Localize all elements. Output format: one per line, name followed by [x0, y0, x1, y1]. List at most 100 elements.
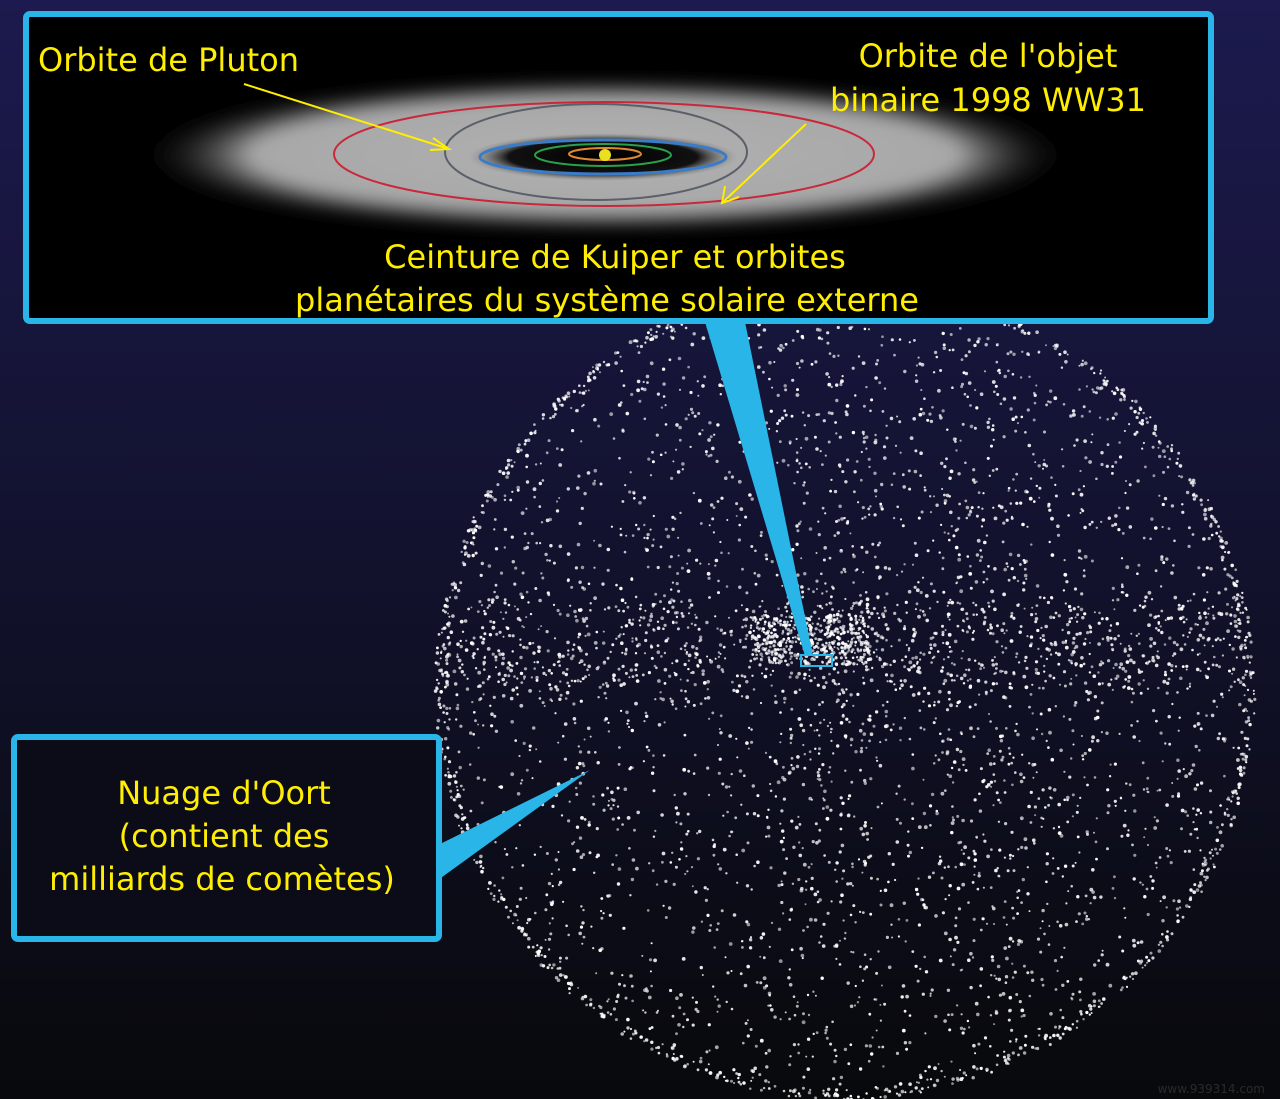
comet-dot [699, 965, 703, 970]
comet-dot [1126, 833, 1130, 837]
comet-dot [782, 1089, 786, 1093]
comet-dot [955, 449, 958, 452]
comet-dot [624, 652, 628, 656]
comet-dot [470, 606, 473, 609]
comet-dot [703, 886, 707, 890]
comet-dot [1048, 508, 1052, 512]
comet-dot [941, 488, 944, 490]
comet-dot [1034, 461, 1037, 464]
comet-dot [749, 936, 753, 939]
comet-dot [920, 388, 923, 392]
comet-dot [1007, 1018, 1011, 1022]
comet-dot [899, 518, 903, 521]
comet-dot [612, 1007, 617, 1011]
comet-dot [1095, 817, 1098, 820]
comet-dot [829, 731, 832, 734]
comet-dot [1144, 964, 1147, 967]
comet-dot [661, 1043, 664, 1046]
comet-dot [897, 617, 901, 621]
comet-dot [459, 619, 464, 624]
comet-dot [972, 849, 976, 853]
comet-dot [477, 525, 482, 530]
comet-dot [534, 955, 537, 957]
comet-dot [587, 664, 591, 669]
comet-dot [699, 1056, 703, 1060]
comet-dot [1072, 636, 1076, 641]
comet-dot [543, 955, 547, 958]
comet-dot [1212, 699, 1216, 703]
comet-dot [786, 627, 791, 632]
comet-dot [1237, 785, 1241, 789]
comet-dot [598, 685, 602, 689]
comet-dot [678, 388, 682, 391]
comet-dot [766, 825, 771, 830]
comet-dot [490, 495, 494, 499]
comet-dot [445, 658, 449, 662]
comet-dot [572, 702, 576, 706]
comet-dot [1002, 695, 1006, 699]
comet-dot [570, 679, 574, 682]
comet-dot [756, 814, 760, 818]
comet-dot [549, 698, 553, 701]
comet-dot [1129, 406, 1133, 410]
comet-dot [496, 483, 500, 487]
comet-dot [782, 912, 785, 915]
comet-dot [714, 564, 717, 567]
comet-dot [458, 666, 462, 670]
comet-dot [538, 697, 542, 700]
comet-dot [515, 847, 518, 850]
comet-dot [821, 643, 825, 647]
comet-dot [739, 972, 743, 976]
comet-dot [845, 717, 849, 721]
comet-dot [920, 1087, 924, 1090]
comet-dot [556, 967, 560, 970]
comet-dot [1109, 636, 1113, 640]
comet-dot [474, 667, 478, 670]
comet-dot [679, 647, 683, 651]
comet-dot [522, 645, 526, 649]
comet-dot [1063, 684, 1067, 688]
comet-dot [804, 903, 807, 906]
comet-dot [807, 662, 811, 666]
comet-dot [1169, 861, 1173, 865]
comet-dot [1034, 660, 1039, 664]
comet-dot [912, 627, 916, 632]
comet-dot [683, 644, 687, 648]
comet-dot [945, 750, 950, 754]
comet-dot [629, 471, 632, 474]
comet-dot [1166, 681, 1170, 685]
comet-dot [601, 683, 605, 686]
comet-dot [1063, 770, 1066, 773]
comet-dot [795, 764, 800, 769]
comet-dot [1054, 988, 1058, 991]
comet-dot [1154, 861, 1158, 865]
comet-dot [575, 825, 580, 829]
comet-dot [904, 600, 908, 605]
comet-dot [983, 666, 985, 669]
comet-dot [842, 630, 846, 635]
comet-dot [465, 639, 468, 642]
comet-dot [1106, 379, 1109, 383]
comet-dot [652, 514, 655, 518]
comet-dot [727, 616, 731, 619]
comet-dot [806, 1037, 811, 1041]
comet-dot [992, 773, 996, 776]
comet-dot [700, 920, 704, 923]
comet-dot [1089, 902, 1092, 905]
comet-dot [1047, 746, 1050, 749]
comet-dot [779, 741, 782, 744]
comet-dot [822, 419, 826, 423]
comet-dot [1009, 350, 1013, 354]
comet-dot [1023, 573, 1028, 578]
comet-dot [655, 330, 658, 333]
comet-dot [1124, 809, 1127, 812]
comet-dot [1080, 557, 1083, 560]
comet-dot [816, 778, 819, 780]
comet-dot [1219, 638, 1222, 642]
comet-dot [578, 521, 582, 526]
comet-dot [448, 615, 451, 618]
comet-dot [706, 888, 709, 891]
comet-dot [696, 663, 699, 667]
comet-dot [1090, 559, 1094, 563]
comet-dot [1158, 441, 1162, 445]
